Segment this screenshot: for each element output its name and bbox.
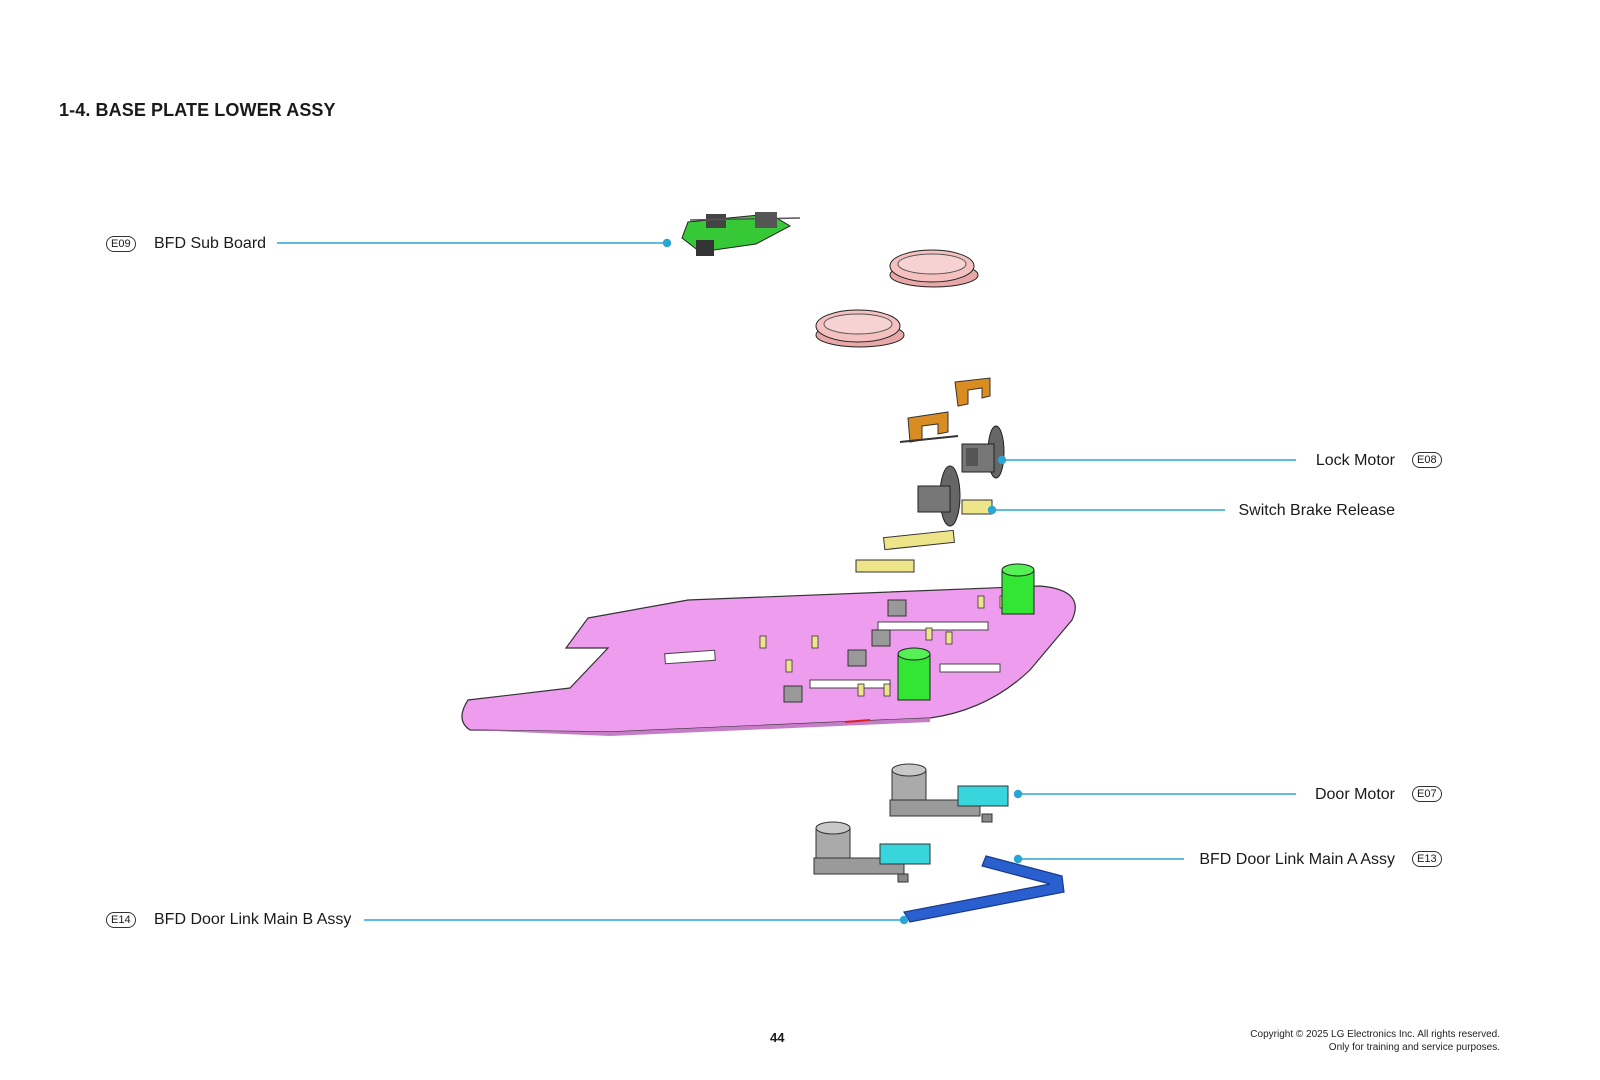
callout-label-bfd-sub-board: BFD Sub Board	[154, 235, 267, 252]
callout-label-switch-brake-release: Switch Brake Release	[1238, 502, 1395, 519]
bracket-upper-part	[954, 377, 991, 407]
gear-lower-part	[815, 309, 905, 348]
switch-brake-part	[917, 465, 993, 527]
lock-motor-part	[961, 425, 1005, 479]
callout-label-bfd-door-link-main-b: BFD Door Link Main B Assy	[154, 911, 352, 928]
base-plate-part	[461, 563, 1076, 736]
gear-upper-part	[889, 249, 979, 288]
callout-code-e09: E09	[106, 236, 136, 252]
callout-code-e07: E07	[1412, 786, 1442, 802]
door-link-part	[903, 855, 1065, 923]
copyright-line-2: Only for training and service purposes.	[1328, 1042, 1500, 1053]
connector-parts	[855, 529, 955, 573]
bracket-lower-part	[899, 411, 959, 443]
door-motor-part	[889, 763, 1009, 823]
callout-label-lock-motor: Lock Motor	[1315, 452, 1395, 469]
callout-label-door-motor: Door Motor	[1314, 786, 1395, 803]
leader-lines	[277, 238, 1296, 925]
callout-label-bfd-door-link-main-a: BFD Door Link Main A Assy	[1199, 851, 1395, 868]
page-number: 44	[770, 1030, 785, 1045]
capacitor-parts	[897, 563, 1035, 701]
copyright-notice: Copyright © 2025 LG Electronics Inc. All…	[1250, 1028, 1500, 1054]
callout-code-e13: E13	[1412, 851, 1442, 867]
door-motor-second-part	[813, 821, 931, 883]
callout-code-e14: E14	[106, 912, 136, 928]
callout-code-e08: E08	[1412, 452, 1442, 468]
copyright-line-1: Copyright © 2025 LG Electronics Inc. All…	[1250, 1029, 1500, 1040]
bfd-sub-board-part	[681, 212, 801, 256]
section-title: 1-4. BASE PLATE LOWER ASSY	[59, 100, 336, 120]
